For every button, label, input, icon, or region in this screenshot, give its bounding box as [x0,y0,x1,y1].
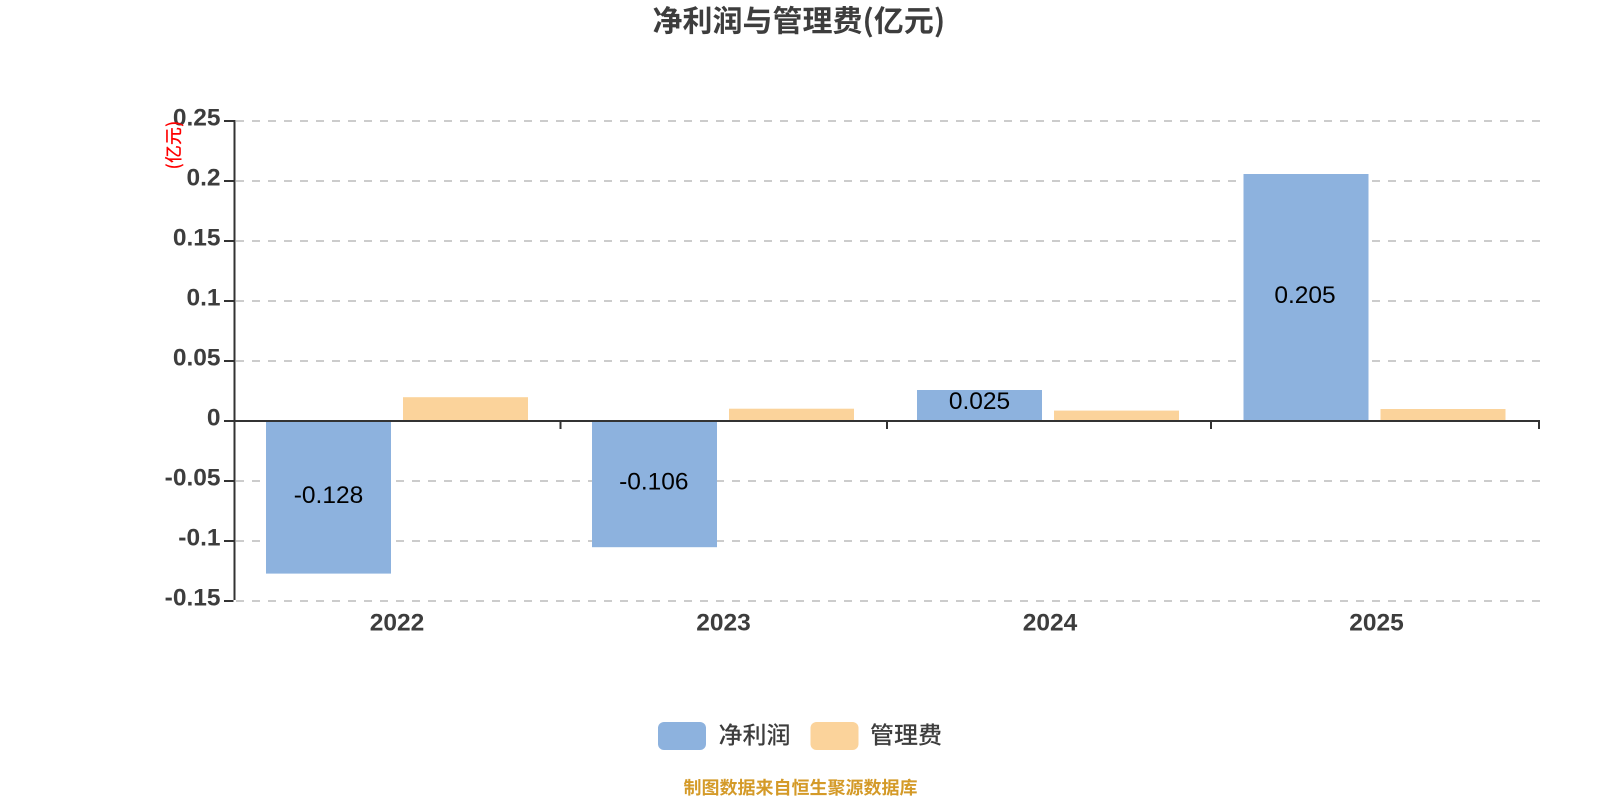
svg-text:0.25: 0.25 [173,104,221,131]
svg-text:0: 0 [207,404,221,431]
svg-text:0.025: 0.025 [949,388,1010,415]
svg-text:-0.1: -0.1 [178,524,220,551]
svg-text:-0.106: -0.106 [619,469,688,496]
svg-text:0.2: 0.2 [186,164,220,191]
svg-text:0.205: 0.205 [1274,282,1335,309]
svg-text:2023: 2023 [696,610,751,637]
svg-text:0.1: 0.1 [186,284,220,311]
svg-text:2022: 2022 [370,610,425,637]
svg-text:0.05: 0.05 [173,344,221,371]
svg-text:2024: 2024 [1023,610,1078,637]
svg-text:0.15: 0.15 [173,224,221,251]
svg-text:-0.05: -0.05 [165,464,221,491]
svg-text:2025: 2025 [1349,610,1404,637]
svg-text:-0.15: -0.15 [165,584,221,611]
svg-text:-0.128: -0.128 [294,482,363,509]
